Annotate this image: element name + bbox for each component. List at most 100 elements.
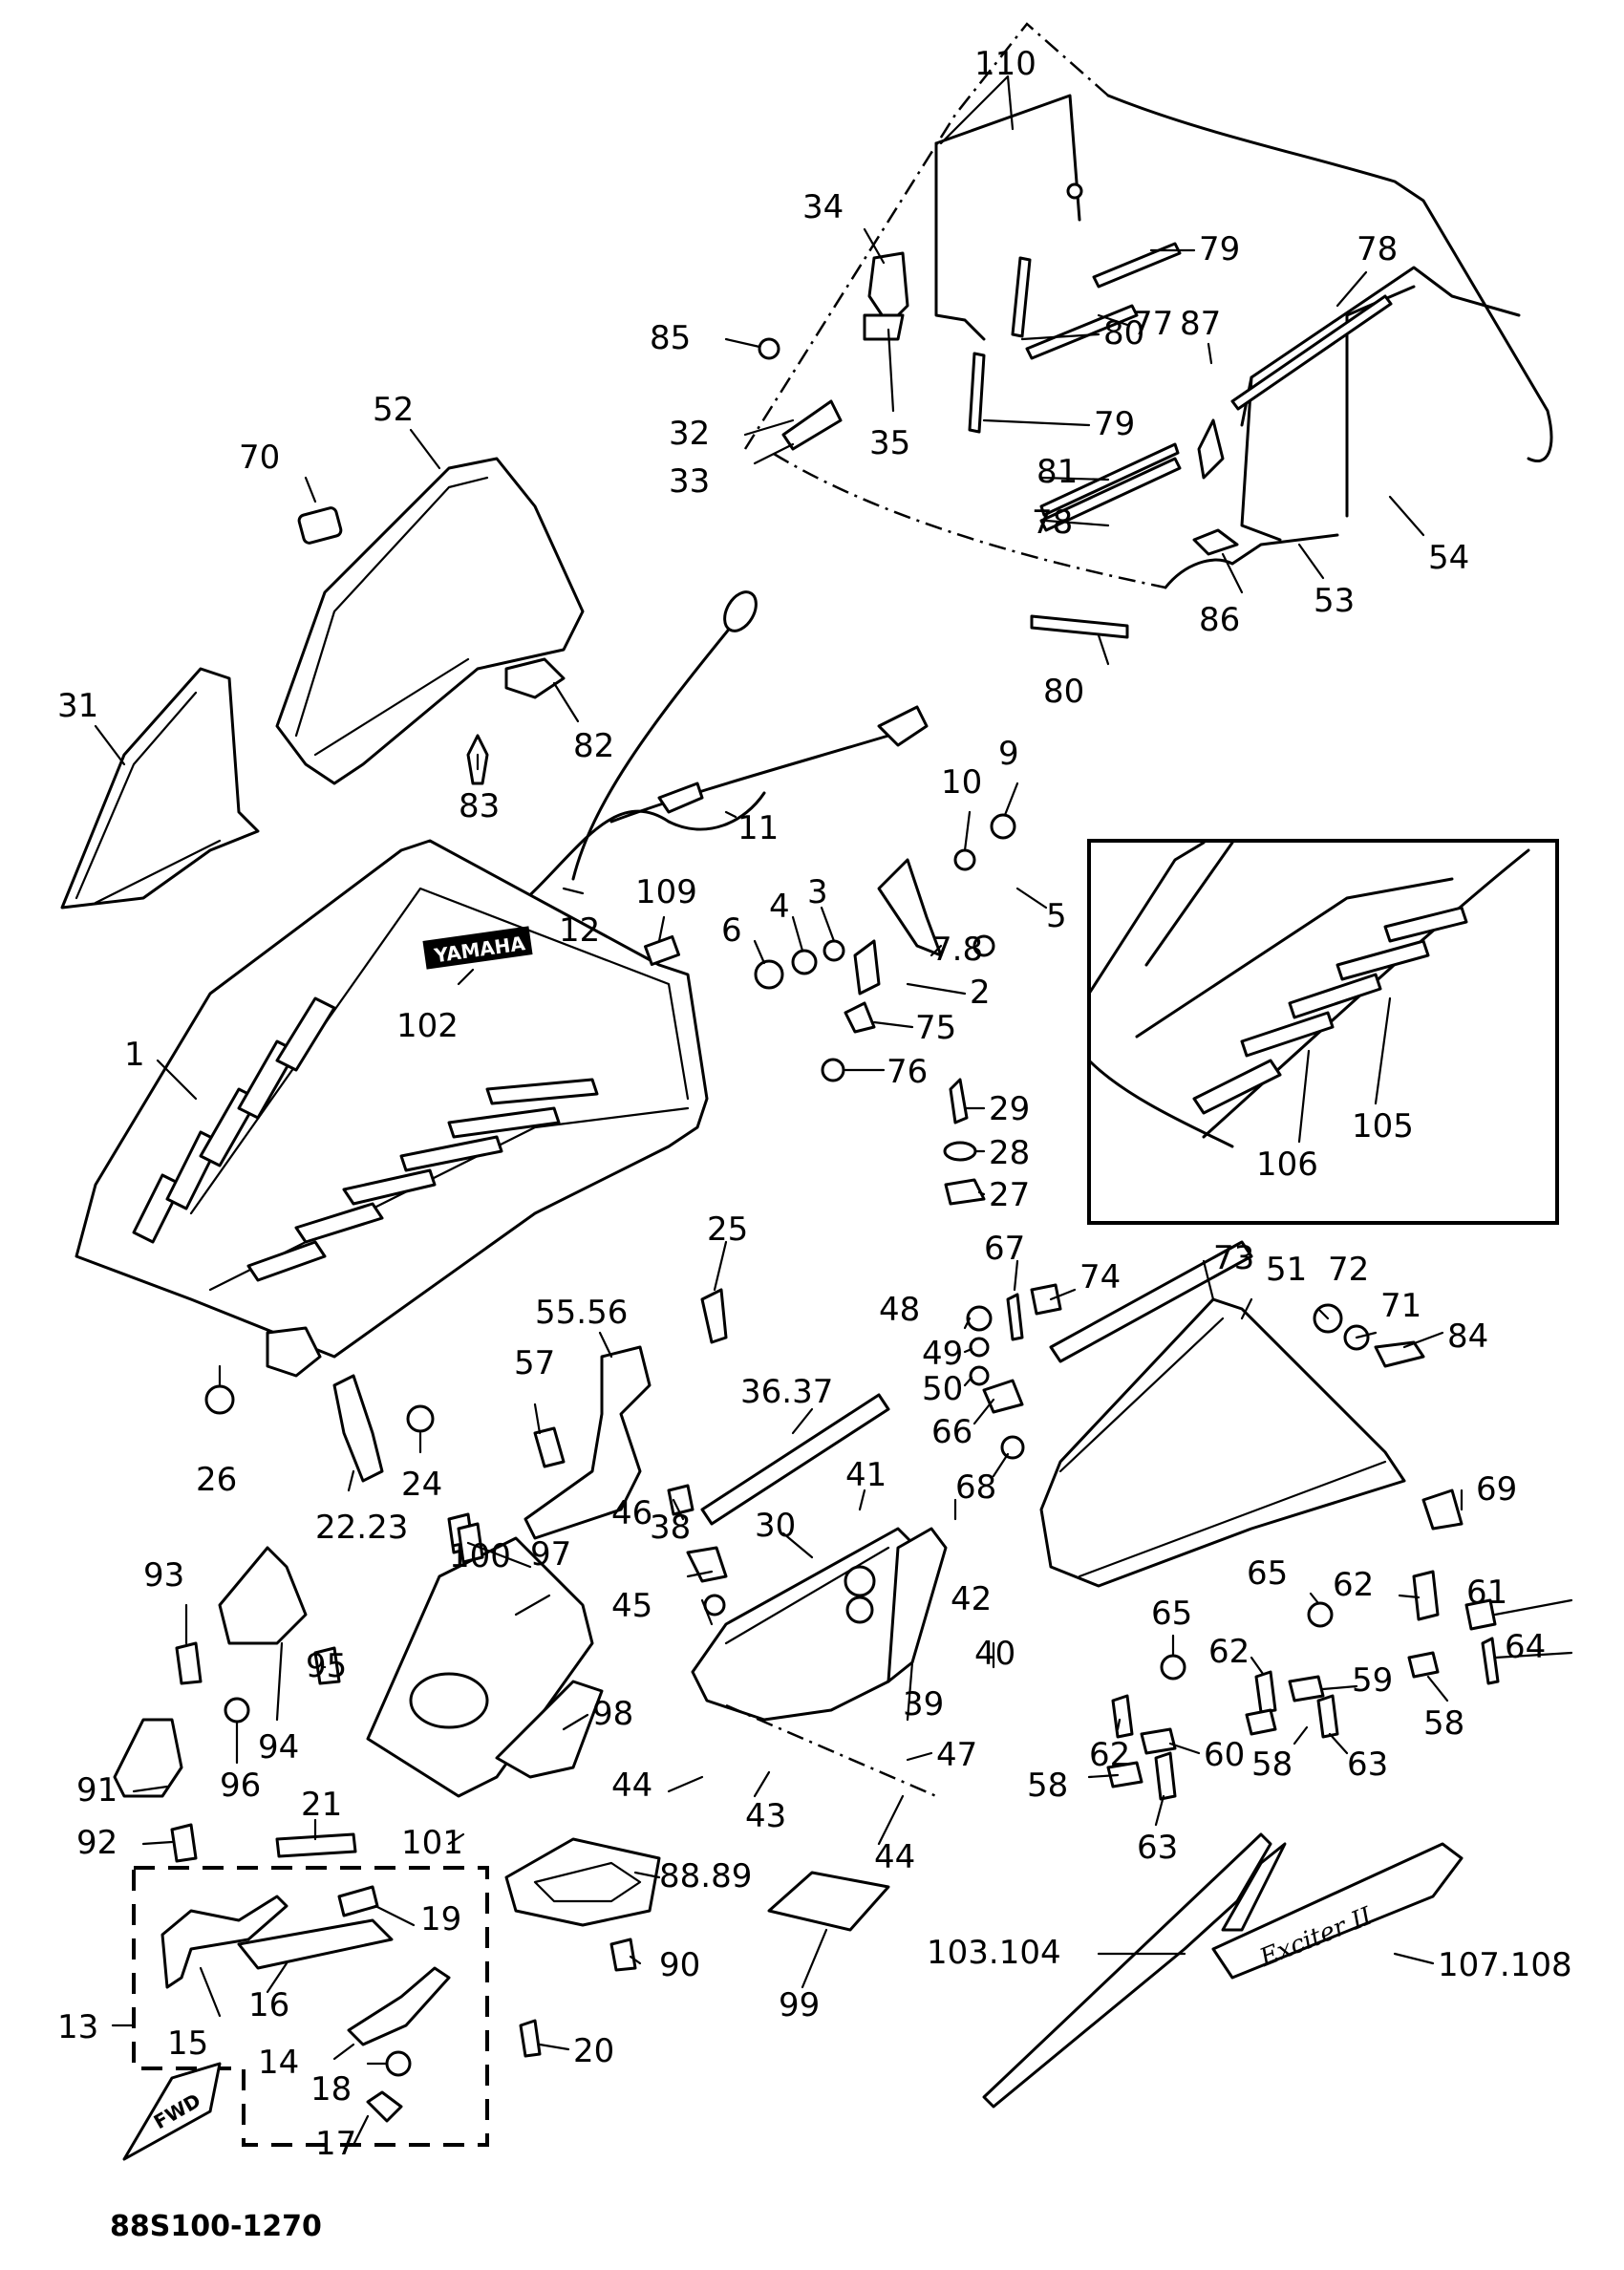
callout-label: 95	[306, 1647, 347, 1685]
callout-label: 53	[1314, 582, 1355, 620]
drawing-code: 88S100-1270	[110, 2210, 322, 2243]
base-30	[691, 1527, 948, 1798]
callout-label: 59	[1352, 1661, 1393, 1700]
callout-label: 5	[1046, 897, 1067, 935]
callout-label: 65	[1151, 1595, 1192, 1633]
callout-label: 105	[1352, 1107, 1414, 1146]
sub-assembly-box-13: FWD	[122, 1832, 542, 2161]
callout-label: 10	[941, 763, 982, 802]
callout-label: 19	[420, 1900, 461, 1938]
callout-label: 100	[449, 1537, 511, 1575]
wire-harness	[514, 590, 929, 910]
callout-label: 99	[779, 1986, 820, 2024]
callout-label: 93	[143, 1556, 184, 1595]
callout-label: 73	[1213, 1239, 1254, 1277]
callout-label: 80	[1103, 314, 1144, 353]
callout-label: 17	[315, 2125, 356, 2163]
callout-label: 7.8	[931, 931, 983, 969]
callout-label: 44	[874, 1838, 915, 1876]
callout-label: 78	[1357, 230, 1398, 268]
callout-label: 45	[611, 1587, 652, 1625]
callout-label: 40	[974, 1635, 1015, 1673]
callout-label: 4	[769, 888, 790, 926]
callout-label: 63	[1347, 1745, 1388, 1784]
callout-label: 66	[931, 1413, 972, 1451]
callout-label: 57	[514, 1344, 555, 1382]
callout-label: 84	[1447, 1317, 1488, 1356]
callout-label: 77	[1132, 305, 1173, 343]
callout-label: 87	[1180, 305, 1221, 343]
callout-label: 55.56	[535, 1294, 628, 1332]
callout-label: 64	[1505, 1628, 1546, 1666]
callout-label: 71	[1380, 1287, 1421, 1325]
callout-label: 80	[1043, 673, 1084, 711]
callout-label: 101	[401, 1824, 463, 1862]
callout-label: 12	[559, 911, 600, 950]
callout-label: 90	[659, 1946, 700, 1984]
callout-label: 85	[650, 319, 691, 357]
callout-label: 20	[573, 2032, 614, 2070]
callout-label: 58	[1027, 1767, 1068, 1805]
callout-label: 62	[1208, 1633, 1250, 1671]
callout-label: 79	[1199, 230, 1240, 268]
callout-label: 49	[922, 1335, 963, 1373]
leader-lines	[94, 75, 1573, 2147]
callout-label: 82	[573, 727, 614, 765]
callout-label: 39	[903, 1685, 944, 1724]
callout-label: 33	[669, 462, 710, 501]
callout-label: 16	[248, 1986, 289, 2024]
callout-label: 70	[239, 439, 280, 477]
callout-label: 75	[915, 1009, 956, 1047]
callout-label: 88.89	[659, 1857, 752, 1895]
callout-label: 96	[220, 1767, 261, 1805]
callout-label: 27	[989, 1176, 1030, 1214]
small-hardware-right	[1106, 1570, 1500, 1801]
callout-label: 41	[845, 1456, 887, 1494]
callout-label: 79	[1094, 405, 1135, 443]
callout-label: 28	[989, 1134, 1030, 1172]
callout-label: 1	[124, 1036, 145, 1074]
callout-label: 51	[1266, 1251, 1307, 1289]
callout-label: 103.104	[927, 1934, 1061, 1972]
callout-label: 46	[611, 1494, 652, 1532]
callout-label: 94	[258, 1728, 299, 1767]
hood-main: YAMAHA	[75, 839, 709, 1378]
rails-and-panel-51	[700, 1240, 1464, 1588]
callout-label: 29	[989, 1090, 1030, 1128]
callout-label: 69	[1476, 1470, 1517, 1509]
callout-label: 83	[459, 787, 500, 825]
callout-label: 91	[76, 1771, 118, 1810]
callout-label: 52	[373, 391, 414, 429]
callout-label: 110	[974, 45, 1036, 83]
inset-detail	[1087, 839, 1559, 1225]
callout-label: 48	[879, 1291, 920, 1329]
side-panel-52	[275, 457, 585, 785]
frame-hardware	[204, 1288, 728, 1617]
lower-left-parts	[113, 1522, 604, 1863]
latch-hardware	[643, 813, 1016, 1206]
callout-label: 50	[922, 1370, 963, 1408]
side-panel-31	[60, 667, 260, 910]
callout-label: 54	[1428, 539, 1469, 577]
callout-label: 9	[998, 735, 1019, 773]
callout-label: 92	[76, 1824, 118, 1862]
callout-label: 81	[1036, 453, 1078, 491]
callout-label: 38	[650, 1509, 691, 1547]
callout-label: 43	[745, 1797, 786, 1835]
callout-label: 67	[984, 1230, 1025, 1268]
callout-label: 44	[611, 1767, 652, 1805]
cushion-and-pad	[504, 1837, 890, 1972]
callout-label: 74	[1079, 1258, 1121, 1296]
callout-label: 18	[310, 2070, 352, 2109]
callout-label: 72	[1328, 1251, 1369, 1289]
callout-label: 61	[1466, 1574, 1507, 1612]
callout-label: 22.23	[315, 1509, 408, 1547]
callout-label: 21	[301, 1786, 342, 1824]
callout-label: 42	[951, 1580, 992, 1618]
callout-label: 60	[1204, 1736, 1245, 1774]
callout-label: 106	[1256, 1146, 1318, 1184]
callout-label: 34	[802, 188, 844, 226]
callout-label: 3	[807, 873, 828, 911]
callout-label: 102	[396, 1007, 459, 1045]
